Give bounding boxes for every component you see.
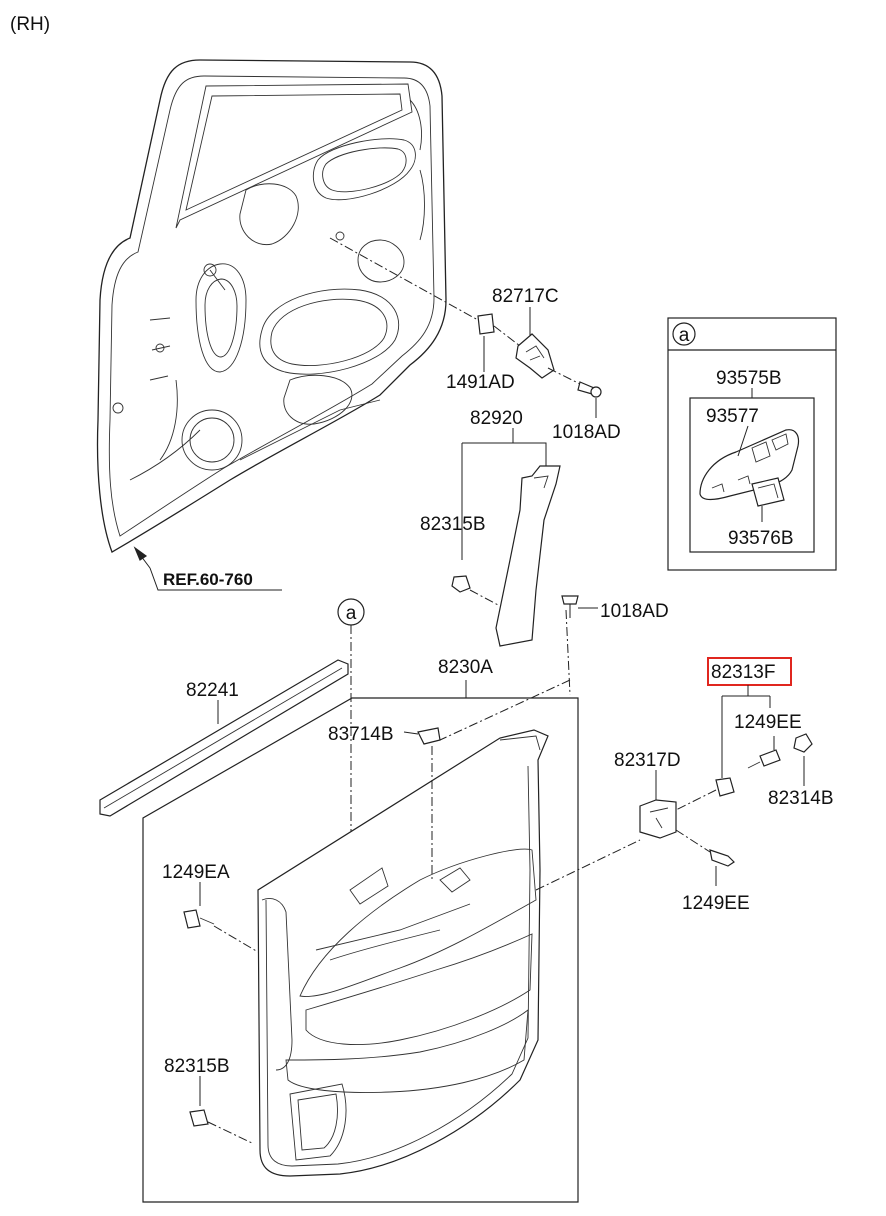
label-93577: 93577 — [706, 406, 759, 427]
garnish-82920-drawing — [451, 428, 598, 696]
hardware-right-drawing — [639, 657, 813, 886]
label-1491ad: 1491AD — [446, 372, 515, 393]
label-82717c: 82717C — [492, 286, 559, 307]
side-label: (RH) — [10, 14, 50, 35]
label-83714b: 83714B — [328, 724, 394, 745]
reference-callout: REF.60-760 — [133, 546, 282, 591]
part-labels: 82717C 1491AD 1018AD 82920 82315B 1018AD… — [162, 286, 834, 1077]
detail-a-header-letter: a — [679, 325, 690, 346]
label-1249ee-lower: 1249EE — [682, 893, 750, 914]
label-82317d: 82317D — [614, 750, 681, 771]
weatherstrip-82241-drawing — [99, 659, 349, 817]
detail-a-box: a — [667, 317, 837, 571]
label-1018ad-top: 1018AD — [552, 422, 621, 443]
label-93575b: 93575B — [716, 368, 782, 389]
fasteners-left-drawing — [183, 882, 259, 1145]
bracket-82717c-drawing — [329, 237, 602, 418]
label-82314b: 82314B — [768, 788, 834, 809]
label-82313f: 82313F — [711, 662, 775, 683]
label-82315b-upper: 82315B — [420, 514, 486, 535]
label-93576b: 93576B — [728, 528, 794, 549]
callout-a-letter: a — [346, 603, 357, 624]
label-82920: 82920 — [470, 408, 523, 429]
trim-panel-box — [142, 679, 579, 1203]
label-8230a: 8230A — [438, 657, 493, 678]
label-1249ea: 1249EA — [162, 862, 230, 883]
label-1249ee-upper: 1249EE — [734, 712, 802, 733]
door-inner-panel-drawing — [96, 59, 447, 553]
label-82241: 82241 — [186, 680, 239, 701]
label-1018ad-mid: 1018AD — [600, 601, 669, 622]
label-82315b-lower: 82315B — [164, 1056, 230, 1077]
highlight-82313f-box — [707, 657, 792, 686]
door-trim-panel-drawing — [257, 727, 641, 1177]
reference-label: REF.60-760 — [163, 570, 253, 589]
